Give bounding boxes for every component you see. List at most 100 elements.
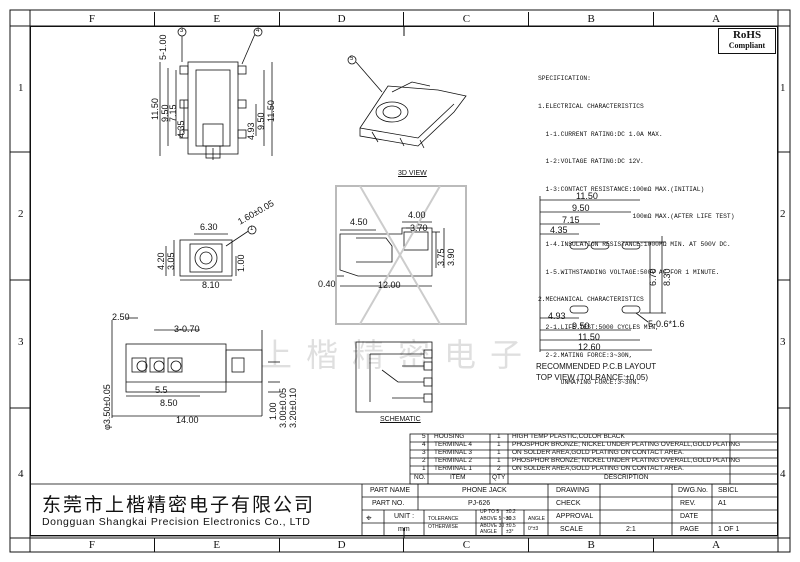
title-block-grid [29, 483, 779, 537]
dim-label: 5-0.6*1.6 [648, 319, 685, 329]
dim-label: 11.50 [576, 191, 598, 201]
approval-label: APPROVAL [556, 513, 594, 520]
date-label: DATE [680, 513, 699, 520]
column-label: F [88, 539, 95, 551]
spec-line: 100mΩ MAX.(AFTER LIFE TEST) [538, 213, 735, 221]
unit-label: UNIT : [394, 513, 415, 520]
balloon-label: 5 [350, 56, 354, 62]
pcb-sublabel: TOP VIEW (TOLRANCE:±0.05) [536, 373, 648, 382]
part-qty: 1 [497, 449, 501, 456]
spec-line: 2.MECHANICAL CHARACTERISTICS [538, 296, 644, 304]
header-qty: QTY [492, 474, 506, 481]
dim-label: 4.35 [176, 120, 186, 138]
part-name: HOUSING [434, 433, 465, 440]
column-strip-bottom: F E D C B A [30, 538, 778, 552]
dim-label: 8.30 [662, 268, 672, 286]
dim-label: 11.50 [578, 332, 600, 342]
column-strip-top: F E D C B A [30, 12, 778, 26]
balloon-label: 4 [256, 28, 260, 34]
part-name-value: PHONE JACK [462, 487, 507, 494]
dim-label: 3.70 [410, 223, 428, 233]
dim-label: 8.10 [202, 280, 220, 290]
part-qty: 1 [497, 457, 501, 464]
dim-label: 9.50 [256, 112, 266, 130]
part-desc: HIGH TEMP PLASTIC,COLOR BLACK [512, 433, 625, 440]
part-desc: ON SOLDER AREA,GOLD PLATING ON CONTACT A… [512, 449, 684, 456]
page-label: PAGE [680, 526, 699, 533]
spec-line: 1.ELECTRICAL CHARACTERISTICS [538, 103, 644, 111]
part-no: 1 [422, 465, 426, 472]
angle-value: ±3° [506, 529, 514, 535]
header-desc: DESCRIPTION [604, 474, 649, 481]
dim-label: 0.40 [318, 279, 336, 289]
dim-label: 4.35 [550, 225, 568, 235]
balloon-marker [253, 27, 263, 37]
dwg-no-value: SBICL [718, 487, 739, 494]
dim-label: 4.00 [408, 210, 426, 220]
dim-label: 3-0.70 [174, 324, 200, 334]
column-label: E [153, 12, 279, 26]
dim-label: φ3.50±0.05 [102, 384, 112, 430]
front-view [165, 229, 251, 281]
balloon-marker [347, 55, 357, 65]
part-qty: 1 [497, 441, 501, 448]
row-label: 4 [780, 468, 786, 480]
row-label: 4 [18, 468, 24, 480]
dim-label: 8.50 [160, 398, 178, 408]
spec-line: 2-2.MATING FORCE:3~30N, [538, 351, 633, 359]
column-label: F [88, 13, 95, 25]
dim-label: 3.05 [166, 252, 176, 270]
side-view [335, 185, 467, 325]
angle-value-2: 0°±3 [528, 526, 539, 532]
spec-line: 1-5.WITHSTANDING VOLTAGE:500V AC FOR 1 M… [538, 268, 720, 276]
projection-icon: ⌖ [366, 513, 372, 524]
watermark-text: 上楷精密电子 [260, 336, 537, 374]
column-label: A [653, 12, 778, 26]
page-value: 1 OF 1 [718, 526, 740, 533]
row-label: 2 [780, 208, 786, 220]
spec-line: 1-3:CONTACT RESISTANCE:100mΩ MAX.(INITIA… [538, 185, 705, 193]
balloon-marker [177, 27, 187, 37]
dim-label: 7.15 [168, 104, 178, 122]
part-name: TERMINAL 2 [434, 457, 473, 464]
rohs-compliant: Compliant [728, 41, 766, 50]
tol-up5: UP TO 5 [480, 509, 500, 515]
row-label: 1 [780, 82, 786, 94]
dim-label: 12.60 [578, 342, 601, 352]
spec-line: UNMATING FORCE:3~30N. [538, 379, 641, 387]
dwg-no-label: DWG.No. [678, 487, 708, 494]
dim-label: 11.50 [150, 98, 160, 120]
scale-label: SCALE [560, 526, 583, 533]
dim-label: 4.20 [156, 252, 166, 270]
dim-label: 12.00 [378, 280, 401, 290]
drawing-label: DRAWING [556, 487, 590, 494]
rohs-title: RoHS [732, 29, 762, 41]
spec-line: 2-1.LIFE TEST:5000 CYCLES MIN, [538, 323, 659, 331]
tolerance-label-2: OTHERWISE [428, 524, 459, 530]
iso-view [355, 61, 467, 149]
scale-value: 2:1 [626, 526, 636, 533]
spec-line: 1-1.CURRENT RATING:DC 1.0A MAX. [538, 130, 663, 138]
bottom-view [111, 317, 280, 418]
top-view [159, 33, 273, 160]
unit-value: mm [398, 526, 410, 533]
spec-line: SPECIFICATION: [538, 75, 591, 83]
part-qty: 2 [497, 465, 501, 472]
rev-label: REV. [680, 500, 696, 507]
view-3d-label: 3D VIEW [398, 170, 427, 177]
dim-label: 2.50 [112, 312, 130, 322]
balloon-label: 1 [250, 226, 254, 232]
tol-above5: ABOVE 5 ~30 [480, 516, 512, 522]
part-no-value: PJ-626 [468, 500, 491, 507]
dim-label: 7.15 [562, 215, 580, 225]
dim-label: 4.93 [246, 122, 256, 140]
part-name-label: PART NAME [370, 487, 411, 494]
dim-label: 14.00 [176, 415, 199, 425]
part-qty: 1 [497, 433, 501, 440]
dim-label: 5.5 [155, 385, 168, 395]
dim-label: 4.50 [350, 217, 368, 227]
check-label: CHECK [556, 500, 581, 507]
balloon-label: 3 [180, 28, 184, 34]
dim-label: 9.50 [572, 203, 590, 213]
dim-label: 3.90 [446, 248, 456, 266]
